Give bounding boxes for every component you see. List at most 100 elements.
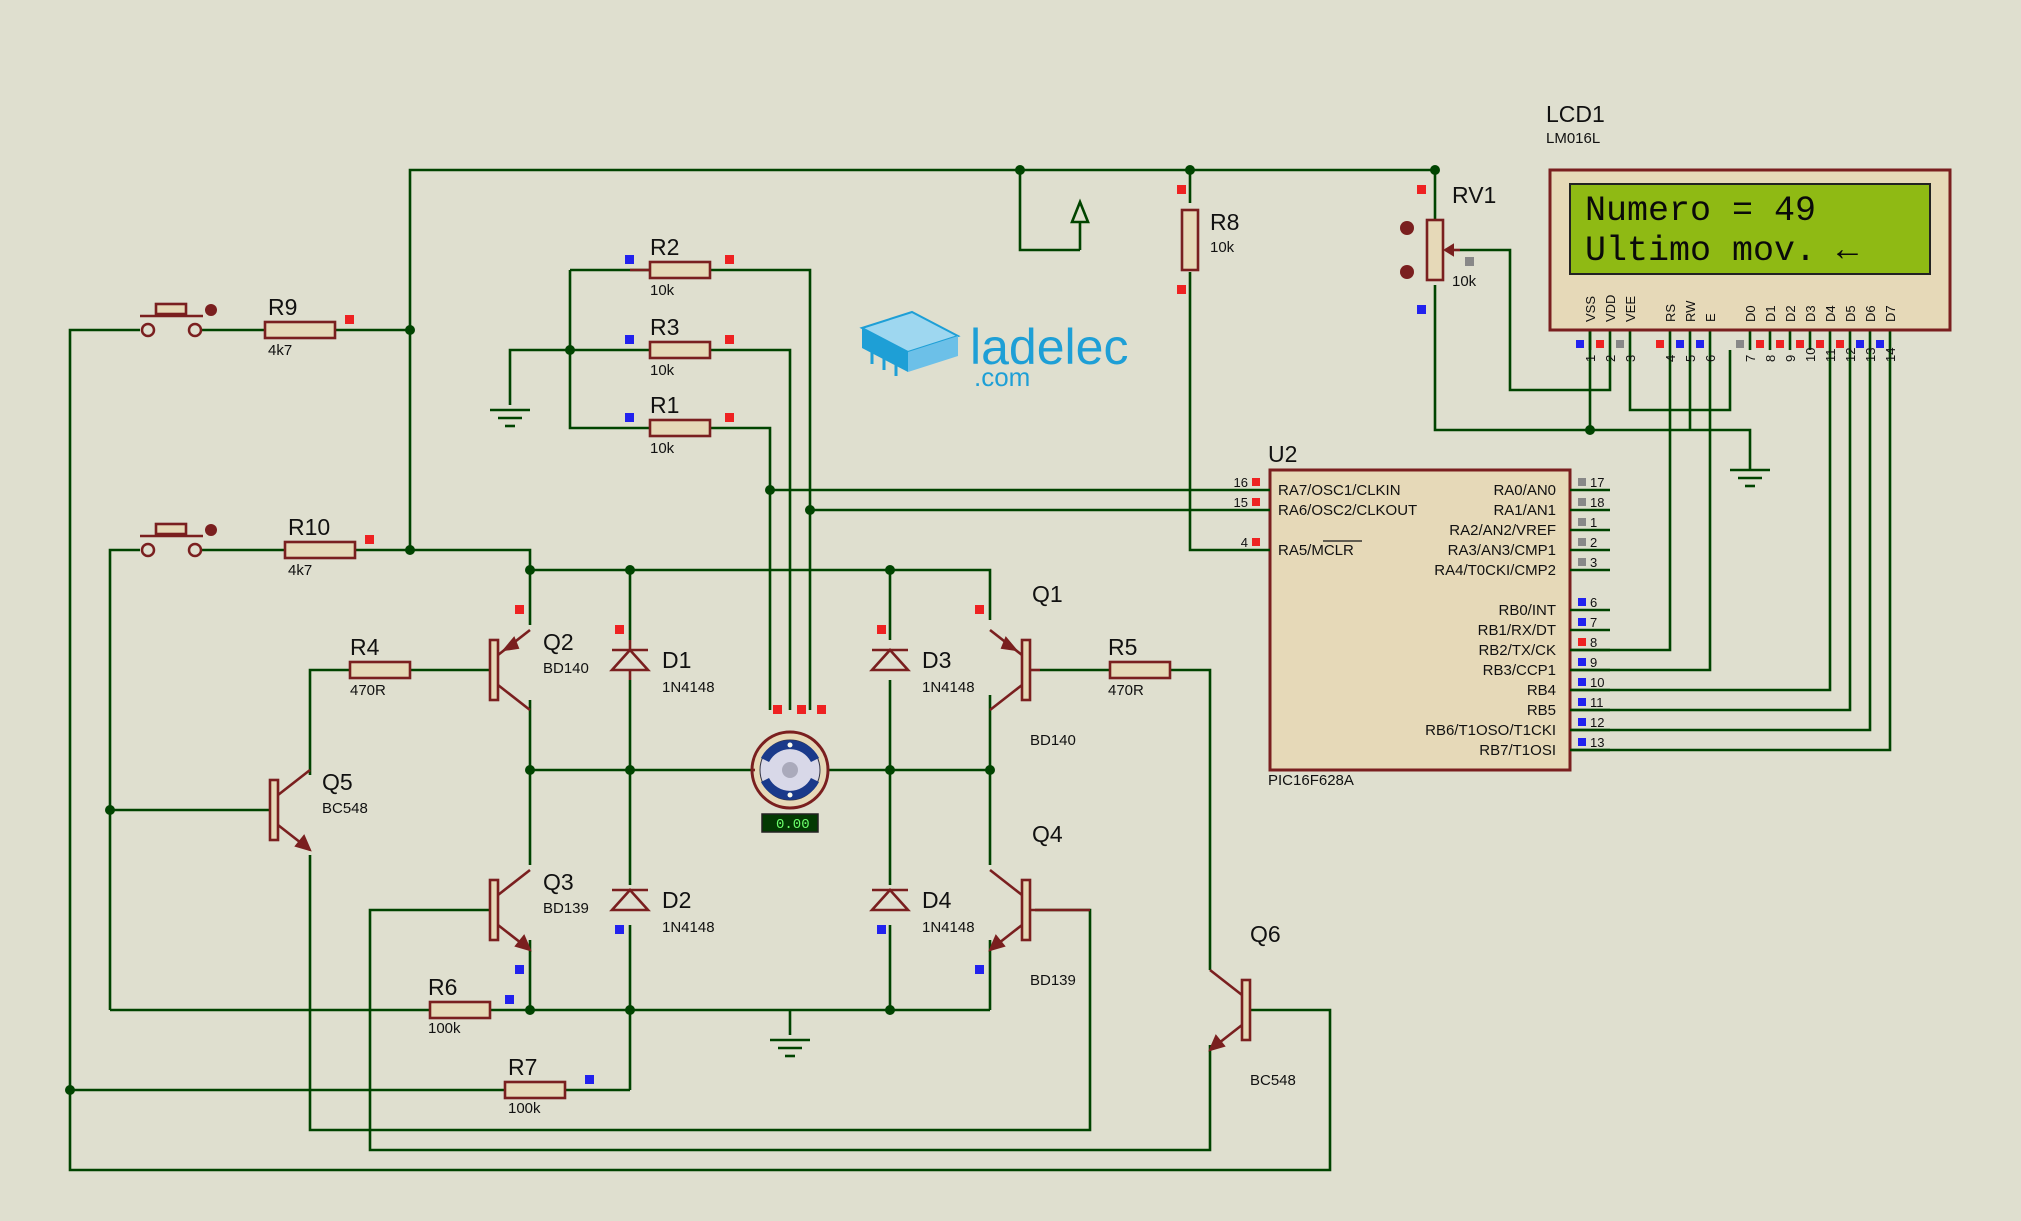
mcu-pin-marker xyxy=(1578,678,1586,686)
lcd-pin-number: 9 xyxy=(1783,355,1798,362)
r10-ref: R10 xyxy=(288,514,330,540)
potentiometer-rv1: RV1 10k xyxy=(1400,182,1496,290)
diode-d3: D3 1N4148 xyxy=(869,647,975,696)
lcd-pin-number: 5 xyxy=(1683,355,1698,362)
mcu-pin-marker xyxy=(1578,518,1586,526)
logo-domain: .com xyxy=(974,362,1030,392)
lcd-pin-marker xyxy=(1816,340,1824,348)
r6-ref: R6 xyxy=(428,974,457,1000)
mcu-pin-marker xyxy=(1578,658,1586,666)
chip-icon xyxy=(859,310,961,376)
lcd-pin-marker xyxy=(1656,340,1664,348)
transistor-q6: Q6 BC548 xyxy=(1208,921,1296,1089)
d3-ref: D3 xyxy=(922,647,951,673)
wires xyxy=(68,168,1892,1172)
q3-model: BD139 xyxy=(543,900,589,917)
lcd-pin-marker xyxy=(1616,340,1624,348)
r9-ref: R9 xyxy=(268,294,297,320)
pin-state-markers xyxy=(345,185,1474,1084)
lcd-pin-name: E xyxy=(1703,313,1718,322)
r5-value: 470R xyxy=(1108,682,1144,699)
q1-ref: Q1 xyxy=(1032,581,1063,607)
lcd-pin-marker xyxy=(1576,340,1584,348)
logo-wordmark: ladelec xyxy=(970,319,1128,375)
ground-symbol xyxy=(1730,460,1770,488)
mcu-pin-name: RA3/AN3/CMP1 xyxy=(1448,542,1556,559)
r3-value: 10k xyxy=(650,362,675,379)
mcu-pin-name: RA1/AN1 xyxy=(1493,502,1556,519)
lcd-pin-name: D3 xyxy=(1803,305,1818,322)
lcd-pin-name: D5 xyxy=(1843,305,1858,322)
r3-ref: R3 xyxy=(650,314,679,340)
r2-ref: R2 xyxy=(650,234,679,260)
lcd-pin-marker xyxy=(1736,340,1744,348)
mcu-pin-marker xyxy=(1578,638,1586,646)
dc-motor: 0.00 xyxy=(750,730,830,833)
q4-model: BD139 xyxy=(1030,972,1076,989)
resistor-r7: R7 100k xyxy=(503,1054,567,1117)
mcu-pin-name: RA4/T0CKI/CMP2 xyxy=(1434,562,1556,579)
lcd-pin-marker xyxy=(1796,340,1804,348)
lcd-line-1: Numero = 49 xyxy=(1585,191,1816,231)
mcu-pin-name: RB6/T1OSO/T1CKI xyxy=(1425,722,1556,739)
mcu-pin-number: 2 xyxy=(1590,535,1597,550)
rv1-ref: RV1 xyxy=(1452,182,1496,208)
r8-ref: R8 xyxy=(1210,209,1239,235)
mcu-pin-name: RA0/AN0 xyxy=(1493,482,1556,499)
lcd-pin-number: 1 xyxy=(1583,355,1598,362)
lcd-pin-name: D1 xyxy=(1763,305,1778,322)
r7-ref: R7 xyxy=(508,1054,537,1080)
mcu-pin-number: 13 xyxy=(1590,735,1604,750)
mcu-pin-marker xyxy=(1252,498,1260,506)
resistor-r2: R2 10k xyxy=(630,234,712,299)
lcd-pin-number: 10 xyxy=(1803,348,1818,362)
push-button-1[interactable] xyxy=(140,302,217,338)
lcd-pin-number: 11 xyxy=(1823,349,1838,363)
mcu-pin-marker xyxy=(1578,498,1586,506)
mcu-pin-name: RB2/TX/CK xyxy=(1478,642,1556,659)
lcd-pin-number: 12 xyxy=(1843,348,1858,362)
mcu-pin-name: RB5 xyxy=(1527,702,1556,719)
push-button-2[interactable] xyxy=(140,522,217,558)
mcu-pin-number: 17 xyxy=(1590,475,1604,490)
q1-model: BD140 xyxy=(1030,732,1076,749)
motor-readout: 0.00 xyxy=(776,817,810,833)
diode-d2: D2 1N4148 xyxy=(609,887,715,936)
mcu-pin-name: RA2/AN2/VREF xyxy=(1449,522,1556,539)
lcd-display: LCD1 LM016L Numero = 49 Ultimo mov. ← VS… xyxy=(1546,101,1952,363)
lcd-pin-number: 8 xyxy=(1763,355,1778,362)
lcd-ref: LCD1 xyxy=(1546,101,1605,127)
mcu-pin-marker xyxy=(1578,598,1586,606)
mcu-pin-marker xyxy=(1578,698,1586,706)
mcu-pin-number: 1 xyxy=(1590,515,1597,530)
mcu-pin-number: 12 xyxy=(1590,715,1604,730)
q5-ref: Q5 xyxy=(322,769,353,795)
lcd-pin-number: 14 xyxy=(1883,348,1898,362)
power-terminal xyxy=(1070,198,1090,224)
q3-ref: Q3 xyxy=(543,869,574,895)
q6-model: BC548 xyxy=(1250,1072,1296,1089)
lcd-pin-marker xyxy=(1836,340,1844,348)
mcu-pin-number: 4 xyxy=(1241,535,1248,550)
mcu-pin-marker xyxy=(1578,538,1586,546)
d4-model: 1N4148 xyxy=(922,919,975,936)
lcd-pin-number: 4 xyxy=(1663,355,1678,362)
mcu-pin-number: 15 xyxy=(1234,495,1248,510)
lcd-pin-name: VSS xyxy=(1583,296,1598,322)
r5-ref: R5 xyxy=(1108,634,1137,660)
resistor-r10: R10 4k7 xyxy=(283,514,357,579)
r9-value: 4k7 xyxy=(268,342,292,359)
resistor-r5: R5 470R xyxy=(1108,634,1172,699)
q6-ref: Q6 xyxy=(1250,921,1281,947)
mcu-pin-marker xyxy=(1578,558,1586,566)
transistor-q3: Q3 BD139 xyxy=(488,868,589,952)
lcd-pin-name: D4 xyxy=(1823,305,1838,322)
resistor-r6: R6 100k xyxy=(428,974,492,1037)
mcu-pin-number: 3 xyxy=(1590,555,1597,570)
r6-value: 100k xyxy=(428,1020,461,1037)
mcu-pin-marker xyxy=(1578,718,1586,726)
lcd-pin-marker xyxy=(1676,340,1684,348)
resistor-r1: R1 10k xyxy=(648,392,712,457)
transistor-q2: Q2 BD140 xyxy=(488,628,589,712)
